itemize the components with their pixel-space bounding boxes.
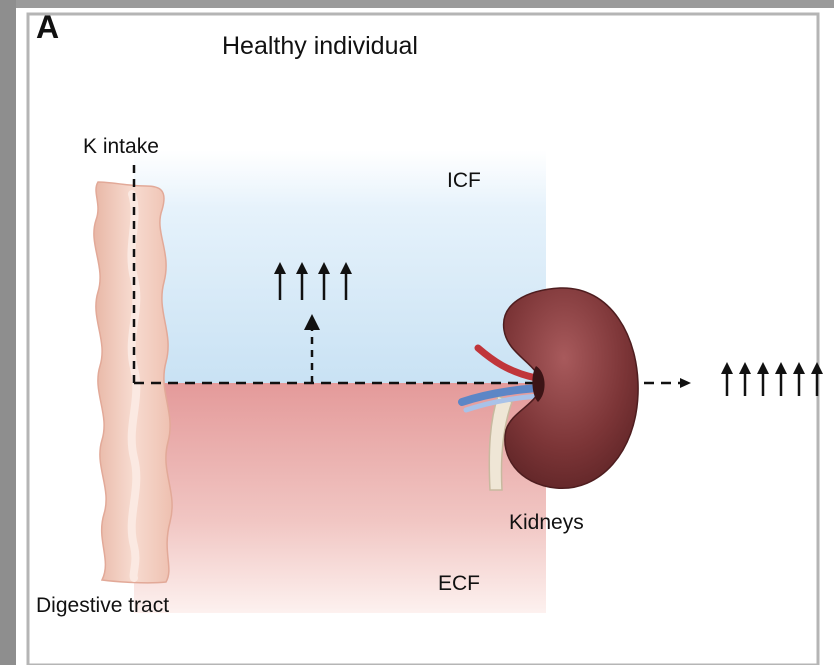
excretion-arrow-3: [757, 362, 769, 396]
panel-letter: A: [36, 9, 59, 45]
renal-vein: [458, 384, 542, 406]
kidney-illustration: [458, 287, 639, 491]
renal-artery: [474, 344, 540, 382]
excretion-arrow-5: [793, 362, 805, 396]
icf-region: [134, 150, 546, 383]
kidneys-label: Kidneys: [509, 511, 584, 534]
icf-label: ICF: [447, 169, 481, 192]
cell-uptake-arrowhead: [304, 314, 320, 330]
ureter: [488, 394, 513, 491]
cell-uptake-arrow-2: [296, 262, 308, 300]
cell-uptake-arrows: [274, 262, 352, 300]
excretion-arrow-1: [721, 362, 733, 396]
kidney-shape: [502, 287, 639, 489]
excretion-arrow-4: [775, 362, 787, 396]
cell-uptake-arrow-4: [340, 262, 352, 300]
k-intake-label: K intake: [83, 135, 159, 158]
left-frame-border: [0, 0, 16, 665]
digestive-tract-highlight: [127, 190, 141, 582]
excretion-arrow-2: [739, 362, 751, 396]
digestive-tract-label: Digestive tract: [36, 594, 169, 617]
diagram-title: Healthy individual: [222, 32, 418, 60]
ecf-region: [134, 383, 546, 613]
top-frame-border: [16, 0, 834, 8]
kidney-hilum: [532, 366, 545, 402]
urinary-excretion-arrows: [721, 362, 823, 396]
ecf-label: ECF: [438, 572, 480, 595]
renal-vein-light: [463, 393, 541, 413]
cell-uptake-arrow-3: [318, 262, 330, 300]
excretion-arrow-6: [811, 362, 823, 396]
cell-uptake-arrow-1: [274, 262, 286, 300]
